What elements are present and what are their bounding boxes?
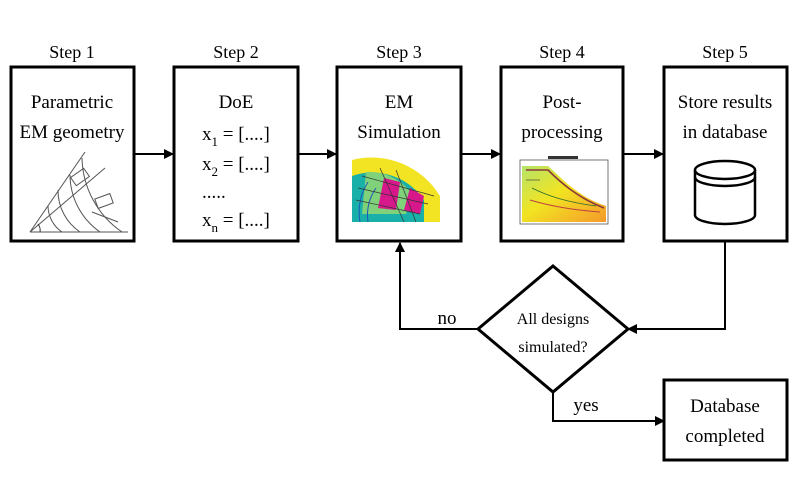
step-4-line-1: Post- bbox=[542, 92, 581, 113]
database-icon bbox=[693, 159, 757, 226]
doe-var-1: x1 = [....] bbox=[202, 124, 270, 149]
step-5-box: Store results in database bbox=[662, 65, 789, 243]
step-3-line-1: EM bbox=[385, 92, 414, 113]
doe-var-2: x2 = [....] bbox=[202, 154, 270, 179]
yes-label: yes bbox=[573, 395, 598, 416]
step-3-label: Step 3 bbox=[376, 42, 422, 62]
step-2-label: Step 2 bbox=[213, 42, 259, 62]
step-4-line-2: processing bbox=[521, 122, 603, 143]
no-label: no bbox=[438, 308, 457, 329]
step-4-box: Post- processing bbox=[499, 65, 625, 243]
geometry-sketch-image bbox=[29, 151, 128, 233]
arrow-yes-to-final bbox=[552, 392, 665, 426]
step-1-line-2: EM geometry bbox=[19, 122, 125, 143]
step-5-label: Step 5 bbox=[702, 42, 748, 62]
arrow-step5-decision bbox=[627, 241, 726, 334]
step-5-line-2: in database bbox=[683, 122, 768, 143]
decision-line-2: simulated? bbox=[518, 339, 587, 356]
doe-dots: ..... bbox=[202, 182, 226, 203]
step-1-line-1: Parametric bbox=[31, 92, 113, 113]
final-line-2: completed bbox=[685, 426, 765, 447]
database-completed-box: Database completed bbox=[662, 378, 789, 462]
efficiency-map-image bbox=[519, 156, 609, 225]
decision-diamond: All designs simulated? bbox=[475, 264, 631, 394]
step-4-label: Step 4 bbox=[539, 42, 585, 62]
doe-title: DoE bbox=[219, 92, 254, 113]
arrow-no-to-step3 bbox=[395, 242, 478, 330]
final-line-1: Database bbox=[690, 396, 760, 417]
step-5-line-1: Store results bbox=[678, 92, 772, 113]
em-field-plot-image bbox=[352, 157, 440, 223]
step-3-box: EM Simulation bbox=[335, 65, 463, 243]
step-2-box: DoE x1 = [....] x2 = [....] ..... xn = [… bbox=[172, 65, 300, 243]
step-1-box: Parametric EM geometry bbox=[9, 65, 136, 243]
decision-line-1: All designs bbox=[517, 311, 589, 328]
step-1-label: Step 1 bbox=[49, 42, 95, 62]
step-3-line-2: Simulation bbox=[357, 122, 441, 143]
doe-var-n: xn = [....] bbox=[202, 210, 270, 235]
